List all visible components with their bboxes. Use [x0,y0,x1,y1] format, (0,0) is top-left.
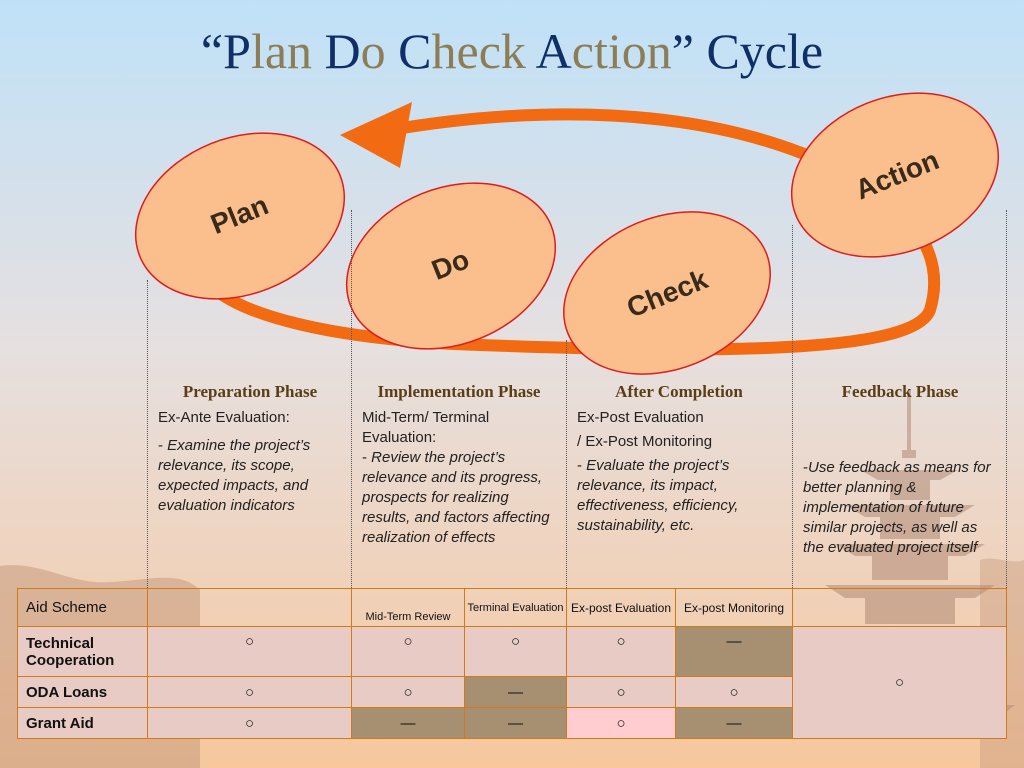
description-text: Examine the project’s relevance, its sco… [158,437,311,514]
header-aid-scheme: Aid Scheme [17,588,148,627]
plan-ellipse [134,132,346,300]
header-terminal-evaluation: Terminal Evaluation [464,588,567,627]
table-row: ODA Loans ○ ○ — ○ ○ [17,676,1007,708]
cell: ○ [147,676,352,708]
description-text: Review the project’s relevance and its p… [362,449,550,546]
header-ex-post-evaluation: Ex-post Evaluation [566,588,676,627]
cell: — [464,707,567,739]
cell: ○ [351,626,465,677]
page-title: “Plan Do Check Action” Cycle [0,22,1024,80]
evaluation-label-2: / Ex-Post Monitoring [577,433,713,450]
evaluation-label: Mid-Term/ Terminal Evaluation: [362,409,490,446]
table-row: Grant Aid ○ — — ○ — [17,707,1007,739]
row-name: ODA Loans [17,676,148,708]
arrowhead-icon [340,102,412,168]
cell: ○ [566,626,676,677]
title-c: C [398,23,432,79]
phase-heading-after-completion: After Completion [615,382,743,401]
title-a: A [535,23,572,79]
cell: ○ [147,707,352,739]
title-heck: heck [431,23,536,79]
row-name: Technical Cooperation [17,626,148,677]
evaluation-label: Ex-Post Evaluation [577,409,704,426]
cell: — [675,626,793,677]
title-d: D [324,23,361,79]
aid-scheme-table: Aid Scheme Mid-Term Review Terminal Eval… [17,588,1007,739]
title-cycle: Cycle [693,23,824,79]
title-p: P [223,23,251,79]
cell: ○ [675,676,793,708]
phase-text-implementation: Mid-Term/ Terminal Evaluation: - Review … [362,408,557,548]
phase-text-feedback: -Use feedback as means for better planni… [803,458,999,558]
description-text: Use feedback as means for better plannin… [803,459,991,556]
title-o: o [360,23,399,79]
phase-description: - Review the project’s relevance and its… [362,448,557,548]
table-header-row: Aid Scheme Mid-Term Review Terminal Eval… [17,588,1007,627]
row-name: Grant Aid [17,707,148,739]
divider-4 [792,225,793,590]
cell: ○ [464,626,567,677]
phase-heading-preparation: Preparation Phase [182,382,318,401]
cell: — [464,676,567,708]
table-row: Technical Cooperation ○ ○ ○ ○ — ○ [17,626,1007,739]
title-ction: ction [571,23,672,79]
check-ellipse [563,211,771,375]
title-close-quote: ” [671,23,694,79]
bullet-dash: - [577,457,587,474]
header-feedback-blank [792,588,1007,627]
phase-description: - Examine the project’s relevance, its s… [158,436,343,516]
divider-3 [566,340,567,590]
action-ellipse [790,92,1000,258]
phase-text-after-completion: Ex-Post Evaluation / Ex-Post Monitoring … [577,408,782,536]
phase-heading-feedback: Feedback Phase [841,382,959,401]
phase-heading-implementation: Implementation Phase [377,382,541,401]
cell: — [351,707,465,739]
cell: ○ [566,707,676,739]
title-lan: lan [250,23,325,79]
bullet-dash: - [803,459,808,476]
feedback-cell: ○ [792,626,1007,739]
do-ellipse [345,182,557,350]
description-text: Evaluate the project’s relevance, its im… [577,457,739,534]
title-open-quote: “ [200,23,224,79]
cell: ○ [147,626,352,677]
divider-1 [147,280,148,590]
divider-2 [351,210,352,590]
header-blank [147,588,352,627]
evaluation-label: Ex-Ante Evaluation: [158,409,290,426]
cell: ○ [566,676,676,708]
phase-text-preparation: Ex-Ante Evaluation: - Examine the projec… [158,408,343,516]
cell: ○ [351,676,465,708]
phase-description: -Use feedback as means for better planni… [803,458,999,558]
bullet-dash: - [158,437,168,454]
phase-description: - Evaluate the project’s relevance, its … [577,456,782,536]
header-ex-post-monitoring: Ex-post Monitoring [675,588,793,627]
divider-5 [1006,210,1007,590]
cell: — [675,707,793,739]
bullet-dash: - [362,449,372,466]
header-mid-term-review: Mid-Term Review [351,588,465,627]
